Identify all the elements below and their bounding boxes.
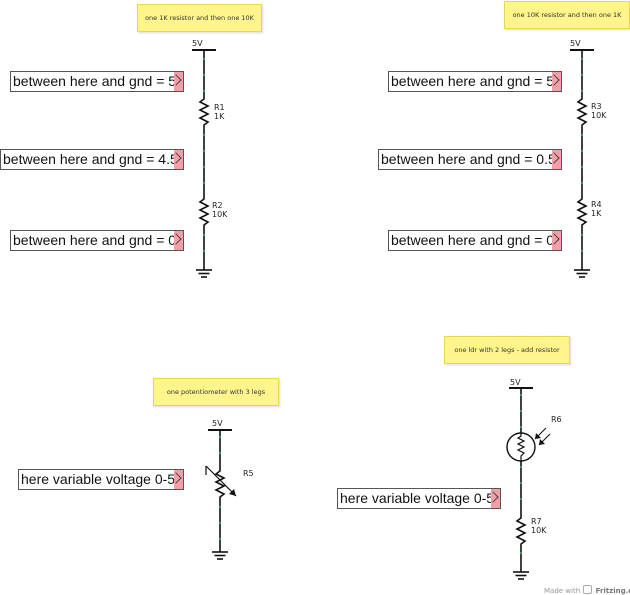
c2-r3-value: 10K [591,111,607,120]
net-label-a2-text: between here and gnd = 4.5V [3,151,184,167]
note-4[interactable]: one ldr with 2 legs - add resistor [444,336,570,364]
c2-supply: 5V [570,39,581,48]
net-label-b3[interactable]: between here and gnd = 0V [388,230,562,251]
net-label-b3-text: between here and gnd = 0V [391,232,562,248]
resistor-r7 [515,515,527,547]
fritzing-credit: Made with Fritzing.org [544,585,630,595]
net-label-b2[interactable]: between here and gnd = 0.5V [378,149,562,170]
circuit-4 [506,387,551,580]
resistor-r1 [198,96,210,128]
circuit-1 [192,49,216,278]
c4-r6-name: R6 [551,415,562,424]
chevron-right-icon [491,489,500,508]
c1-r1-value: 1K [214,112,225,121]
chevron-right-icon [174,72,183,91]
net-label-c1[interactable]: here variable voltage 0-5V [18,469,184,490]
c1-r1-name: R1 [214,103,225,112]
net-label-a3[interactable]: between here and gnd = 0V [10,230,184,251]
c1-r2-name: R2 [212,201,223,210]
note-2[interactable]: one 10K resistor and then one 1K [504,1,630,29]
note-3[interactable]: one potentiometer with 3 legs [153,378,279,406]
c4-supply: 5V [510,378,521,387]
net-label-a2[interactable]: between here and gnd = 4.5V [0,149,184,170]
net-label-d1[interactable]: here variable voltage 0-5V [337,488,501,509]
net-label-b1-text: between here and gnd = 5V [391,73,562,89]
note-3-text: one potentiometer with 3 legs [166,388,266,396]
potentiometer-r5 [214,468,226,500]
circuit-2 [570,49,594,278]
chevron-right-icon [174,150,183,169]
net-label-b2-text: between here and gnd = 0.5V [381,151,562,167]
credit-prefix: Made with [544,587,581,595]
net-label-a1-text: between here and gnd = 5V [13,73,184,89]
resistor-r3 [576,96,588,128]
chevron-right-icon [552,72,561,91]
resistor-r4 [576,196,588,228]
note-1[interactable]: one 1K resistor and then one 10K [137,4,262,32]
c3-r5-name: R5 [243,469,254,478]
c2-r3-name: R3 [591,102,602,111]
chevron-right-icon [552,150,561,169]
net-label-d1-text: here variable voltage 0-5V [340,490,501,506]
resistor-r2 [198,196,210,228]
circuit-3 [205,429,237,560]
c1-supply: 5V [192,39,203,48]
net-label-b1[interactable]: between here and gnd = 5V [388,71,562,92]
net-label-c1-text: here variable voltage 0-5V [21,471,184,487]
chevron-right-icon [174,231,183,250]
net-label-a3-text: between here and gnd = 0V [13,232,184,248]
note-2-text: one 10K resistor and then one 1K [512,11,622,19]
note-4-text: one ldr with 2 legs - add resistor [454,346,560,354]
net-label-a1[interactable]: between here and gnd = 5V [10,71,184,92]
c3-supply: 5V [212,419,223,428]
credit-brand: Fritzing.org [595,587,630,595]
c1-r2-value: 10K [212,210,228,219]
chevron-right-icon [552,231,561,250]
c2-r4-name: R4 [591,200,602,209]
c4-r7-value: 10K [531,526,547,535]
c2-r4-value: 1K [591,209,602,218]
chevron-right-icon [174,470,183,489]
c4-r7-name: R7 [531,517,542,526]
note-1-text: one 1K resistor and then one 10K [145,14,254,22]
